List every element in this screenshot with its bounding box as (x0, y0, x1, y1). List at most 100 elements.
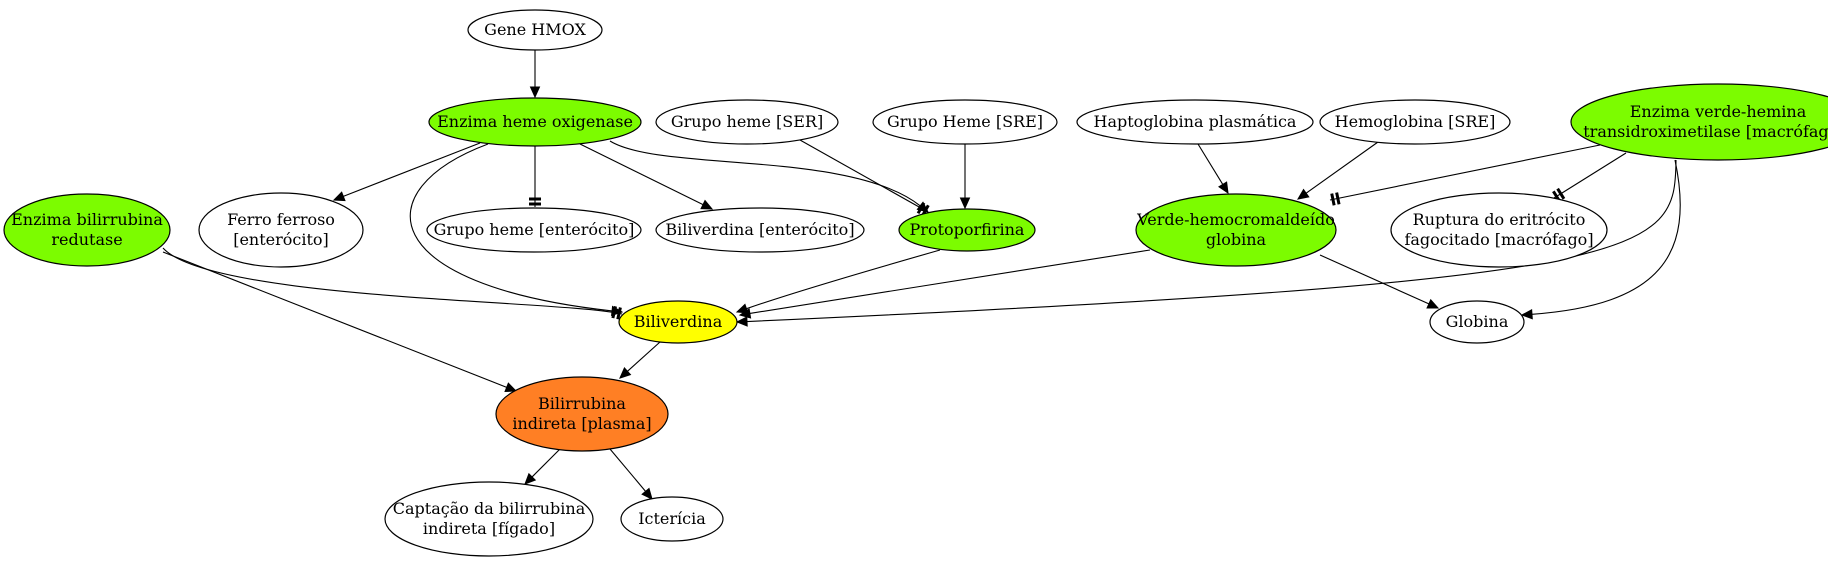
node-ellipse (655, 207, 865, 253)
node-label: Captação da bilirrubina (393, 499, 586, 518)
edge-line (1329, 144, 1601, 201)
node-ellipse (198, 192, 364, 268)
edge-line (749, 249, 1151, 314)
node-label: Globina (1446, 312, 1509, 331)
edge-line (162, 247, 623, 315)
edge-line (579, 143, 704, 206)
inhibition-mark (1330, 193, 1336, 206)
edge-haptoglobina-to-verde-hemocromaldeido (1197, 143, 1229, 195)
arrow-head (735, 303, 749, 314)
node-label: redutase (51, 230, 122, 249)
inhibition-mark (1556, 187, 1566, 200)
edge-enzima-heme-oxigenase-to-protoporfirina (609, 140, 929, 213)
arrow-head (1297, 188, 1310, 200)
node-label: transidroximetilase [macrófagos] (1583, 122, 1828, 141)
edge-hemoglobina-sre-to-verde-hemocromaldeido (1297, 141, 1379, 200)
edge-line (1531, 159, 1681, 315)
edge-bilirrubina-indireta-to-captacao-bilirrubina (524, 448, 561, 485)
node-biliverdina-enterocito: Biliverdina [enterócito] (655, 207, 865, 253)
edge-verde-hemocromaldeido-to-biliverdina (738, 249, 1151, 319)
node-ellipse (1570, 83, 1828, 161)
inhibition-mark (916, 202, 926, 215)
node-label: Verde-hemocromaldeído (1136, 210, 1335, 229)
arrow-head (619, 367, 632, 379)
node-ictericia: Icterícia (620, 496, 724, 542)
edge-biliverdina-to-bilirrubina-indireta (619, 341, 661, 379)
node-label: indireta [plasma] (512, 414, 651, 433)
edge-protoporfirina-to-biliverdina (735, 249, 941, 314)
node-label: Bilirrubina (538, 394, 626, 413)
edge-line (1553, 152, 1627, 199)
arrow-head (641, 487, 653, 500)
node-label: fagocitado [macrófago] (1404, 230, 1593, 249)
node-label: Grupo heme [SER] (671, 112, 823, 131)
node-label: globina (1206, 230, 1267, 249)
node-label: Protoporfirina (910, 220, 1025, 239)
edge-enzima-bilirrubina-redutase-to-bilirrubina-indireta (162, 251, 518, 393)
arrow-head (700, 199, 714, 210)
node-protoporfirina: Protoporfirina (898, 208, 1036, 252)
node-enzima-heme-oxigenase: Enzima heme oxigenase (428, 97, 642, 147)
node-label: indireta [fígado] (423, 519, 555, 538)
edge-line (409, 143, 613, 312)
node-label: Biliverdina [enterócito] (665, 220, 854, 239)
node-label: Ferro ferroso (227, 210, 335, 229)
edge-line (609, 448, 646, 492)
edge-enzima-heme-oxigenase-to-grupo-heme-enterocito (529, 146, 541, 207)
node-ferro-ferroso: Ferro ferroso[enterócito] (198, 192, 364, 268)
edge-grupo-heme-sre-to-protoporfirina (959, 144, 971, 210)
node-ellipse (384, 481, 594, 557)
edge-enzima-verde-hemina-to-ruptura-eritrocito (1552, 152, 1627, 203)
inhibition-mark (1335, 192, 1341, 205)
inhibition-mark (611, 306, 617, 319)
node-ellipse (898, 208, 1036, 252)
node-grupo-heme-ser: Grupo heme [SER] (655, 99, 839, 145)
node-label: Haptoglobina plasmática (1094, 112, 1297, 131)
edge-enzima-verde-hemina-to-verde-hemocromaldeido (1329, 144, 1601, 206)
node-label: Hemoglobina [SRE] (1335, 112, 1496, 131)
node-globina: Globina (1429, 300, 1525, 344)
node-ellipse (1390, 192, 1608, 268)
edge-bilirrubina-indireta-to-ictericia (609, 448, 653, 500)
edge-grupo-heme-ser-to-protoporfirina (799, 139, 930, 217)
node-label: Biliverdina (634, 312, 723, 331)
node-label: Gene HMOX (484, 20, 586, 39)
arrow-head (1218, 181, 1229, 195)
arrow-head (332, 191, 346, 202)
inhibition-mark (616, 307, 622, 320)
edge-line (746, 249, 941, 310)
node-hemoglobina-sre: Hemoglobina [SRE] (1319, 99, 1511, 145)
node-label: Ruptura do eritrócito (1413, 210, 1586, 229)
node-ellipse (426, 207, 642, 253)
edge-line (799, 139, 929, 213)
arrow-head (524, 472, 537, 485)
node-ellipse (620, 496, 724, 542)
node-gene-hmox: Gene HMOX (467, 9, 603, 51)
node-ellipse (1319, 99, 1511, 145)
node-label: Enzima bilirrubina (11, 210, 163, 229)
node-ellipse (495, 376, 669, 452)
node-label: Icterícia (638, 509, 706, 528)
node-biliverdina: Biliverdina (618, 300, 738, 344)
node-ellipse (3, 193, 171, 267)
edge-verde-hemocromaldeido-to-globina (1319, 254, 1440, 309)
edge-line (162, 251, 507, 388)
edge-gene-hmox-to-enzima-heme-oxigenase (529, 50, 541, 99)
edge-enzima-heme-oxigenase-to-biliverdina-enterocito (579, 143, 714, 210)
node-haptoglobina: Haptoglobina plasmática (1076, 99, 1314, 145)
edge-line (627, 341, 661, 372)
edges-layer (162, 50, 1681, 500)
arrow-head (738, 308, 752, 319)
node-ellipse (618, 300, 738, 344)
node-ellipse (1076, 99, 1314, 145)
arrow-head (529, 86, 541, 99)
edge-line (531, 448, 561, 478)
arrow-head (959, 197, 971, 210)
arrow-head (504, 382, 518, 393)
node-grupo-heme-sre: Grupo Heme [SRE] (872, 99, 1058, 145)
